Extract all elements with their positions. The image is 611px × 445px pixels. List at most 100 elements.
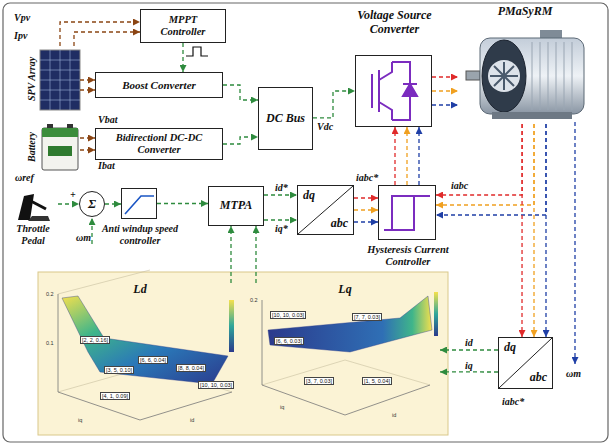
signal-connector xyxy=(264,220,297,221)
transform-box: dq abc xyxy=(297,185,354,235)
signal-connector xyxy=(58,204,79,205)
data-tip: [1, 5, 0.04] xyxy=(362,377,392,385)
battery-icon xyxy=(47,124,53,128)
signal-label: iabc* xyxy=(502,396,524,407)
signal-label: ωm xyxy=(76,232,91,243)
signal-label: ωref xyxy=(14,172,35,183)
battery-icon xyxy=(67,124,73,128)
motor-illustration xyxy=(482,40,526,112)
node-label: Throttle Pedal xyxy=(8,223,58,246)
node-label: Σ xyxy=(88,197,96,212)
axis-label: id xyxy=(190,417,194,423)
signal-connector xyxy=(105,204,121,205)
solar-panel xyxy=(40,50,80,110)
signal-connector xyxy=(264,195,297,196)
signal-label: Vdc xyxy=(316,121,334,132)
transform-box: dqabc xyxy=(498,337,553,389)
motor: PMaSyRM xyxy=(458,26,592,124)
signal-connector xyxy=(432,77,458,105)
signal-connector xyxy=(256,226,257,283)
signal-line xyxy=(80,149,95,150)
signal-connector xyxy=(223,85,258,100)
ld-plot xyxy=(58,270,234,420)
signal-connector xyxy=(80,80,95,90)
summing-junction: Σ xyxy=(79,191,105,217)
battery-icon xyxy=(42,128,78,137)
inductance-panel xyxy=(38,272,448,435)
signal-connector xyxy=(436,124,546,215)
motor-illustration xyxy=(466,30,584,119)
speed-feedback-arrow xyxy=(91,218,92,244)
battery-icon xyxy=(42,124,78,170)
data-tip: [10, 10, 0.03] xyxy=(198,381,234,389)
signal-connector xyxy=(522,124,546,337)
node-label: MTPA xyxy=(220,199,252,213)
signal-connector xyxy=(231,226,232,283)
solar-panel xyxy=(40,50,80,110)
signal-line xyxy=(80,137,95,138)
axis-tick: 0.2 xyxy=(250,297,258,303)
igbt-symbol xyxy=(403,84,417,96)
node-label: abc xyxy=(331,217,348,231)
pedal-icon xyxy=(18,194,50,221)
signal-connector xyxy=(80,138,95,150)
signal-label: iq* xyxy=(274,223,289,234)
node-label: Anti windup speed controller xyxy=(99,223,181,246)
motor-illustration xyxy=(532,42,572,110)
node-label: Bidirectionl DC-DC Converter xyxy=(106,132,212,156)
controller-box: Hysteresis Current Controller xyxy=(378,185,436,240)
data-tip: [6, 6, 0.04] xyxy=(138,356,168,364)
signal-label: Vbat xyxy=(98,114,117,125)
signal-label: id* xyxy=(274,182,289,193)
signal-line xyxy=(80,79,95,80)
signal-line xyxy=(440,371,498,372)
signal-line xyxy=(354,209,378,210)
data-tip: [8, 8, 0.04] xyxy=(176,364,206,372)
node-label: DC Bus xyxy=(266,112,305,126)
ld-plot xyxy=(229,300,234,352)
signal-line xyxy=(182,43,183,72)
solar-panel xyxy=(40,50,80,110)
signal-line xyxy=(418,127,419,185)
lq-plot xyxy=(268,296,432,352)
motor-illustration xyxy=(492,112,572,119)
battery: Battery xyxy=(26,120,80,174)
axis-label: iq xyxy=(280,404,284,410)
data-tip: [3, 5, 0.10] xyxy=(104,366,134,374)
signal-label: iq xyxy=(464,360,474,371)
signal-line xyxy=(223,137,258,144)
ld-plot xyxy=(62,296,228,384)
signal-connector xyxy=(440,371,498,372)
signal-line xyxy=(521,124,522,337)
signal-line xyxy=(354,221,378,222)
axis-label: id xyxy=(392,412,396,418)
process-box: MTPA xyxy=(208,186,264,226)
signal-line xyxy=(436,124,522,195)
igbt-symbol xyxy=(372,62,410,120)
signal-label: id xyxy=(464,337,474,348)
node-label: PMaSyRM xyxy=(458,5,592,19)
signal-line xyxy=(432,76,458,77)
pedal-icon xyxy=(28,216,50,221)
node-label: Hysteresis Current Controller xyxy=(352,244,464,268)
signal-connector xyxy=(157,203,208,204)
pedal-icon xyxy=(27,199,46,209)
ld-plot xyxy=(58,294,232,420)
signal-line xyxy=(58,203,79,204)
signal-line xyxy=(80,89,95,90)
signal-connector xyxy=(440,350,498,351)
node-label: dq xyxy=(303,189,315,203)
motor-illustration xyxy=(480,38,584,114)
pulse-symbol xyxy=(186,47,208,56)
battery-icon xyxy=(42,128,78,170)
signal-label: iabc xyxy=(450,180,469,191)
sign-label: + xyxy=(70,189,76,200)
signal-line xyxy=(354,197,378,198)
data-tip: [7, 7, 0.03] xyxy=(352,313,382,321)
node-label: Boost Converter xyxy=(122,79,196,92)
ld-plot xyxy=(58,270,232,392)
motor-illustration xyxy=(488,60,520,92)
motor-illustration xyxy=(466,71,480,80)
signal-line xyxy=(545,124,546,337)
diagonal-line xyxy=(499,338,552,388)
